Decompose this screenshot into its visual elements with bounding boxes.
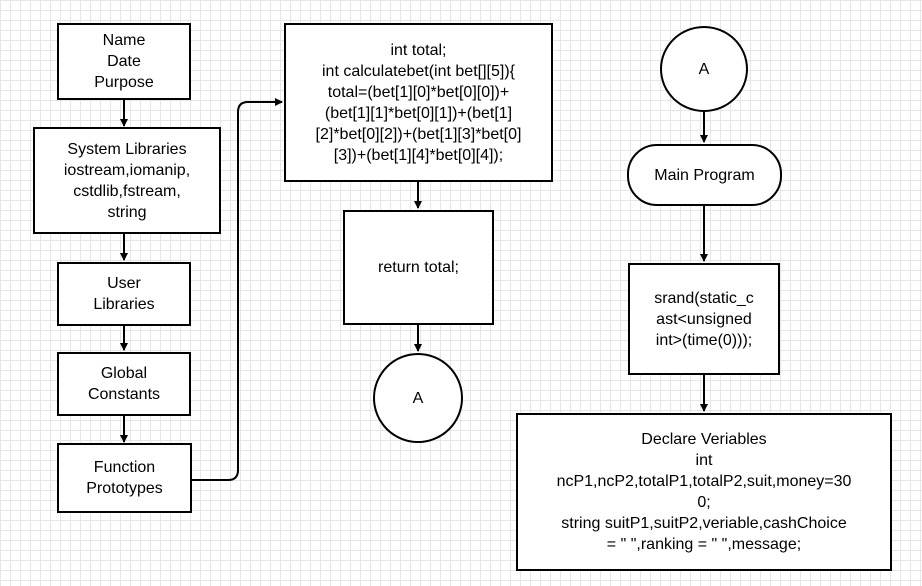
declare-variables-text: Declare Veriables int ncP1,ncP2,totalP1,… [556, 431, 852, 553]
main-program-text: Main Program [654, 166, 755, 184]
connector-a-bottom-label: A [412, 389, 424, 407]
arrow-function-prototypes-to-calculatebet [192, 98, 283, 481]
function-prototypes-box: Function Prototypes [57, 443, 192, 513]
declare-variables-box: Declare Veriables int ncP1,ncP2,totalP1,… [516, 413, 892, 571]
global-constants-text: Global Constants [87, 365, 161, 403]
calculatebet-code-text: int total; int calculatebet(int bet[][5]… [315, 41, 522, 164]
calculatebet-code-box: int total; int calculatebet(int bet[][5]… [284, 23, 553, 182]
user-libraries-text: User Libraries [93, 275, 155, 313]
header-box: Name Date Purpose [57, 23, 191, 100]
srand-box: srand(static_c ast<unsigned int>(time(0)… [628, 263, 780, 375]
connector-a-top: A [660, 26, 748, 112]
main-program-terminal: Main Program [627, 144, 782, 206]
system-libraries-box: System Libraries iostream,iomanip, cstdl… [33, 127, 221, 234]
return-total-box: return total; [343, 210, 494, 325]
function-prototypes-text: Function Prototypes [86, 459, 163, 497]
global-constants-box: Global Constants [57, 352, 191, 416]
return-total-text: return total; [378, 259, 459, 276]
connector-a-top-label: A [698, 60, 710, 78]
user-libraries-box: User Libraries [57, 262, 191, 326]
connector-a-bottom: A [373, 353, 463, 443]
srand-text: srand(static_c ast<unsigned int>(time(0)… [654, 289, 754, 349]
header-text: Name Date Purpose [94, 32, 154, 91]
system-libraries-text: System Libraries iostream,iomanip, cstdl… [63, 140, 191, 221]
